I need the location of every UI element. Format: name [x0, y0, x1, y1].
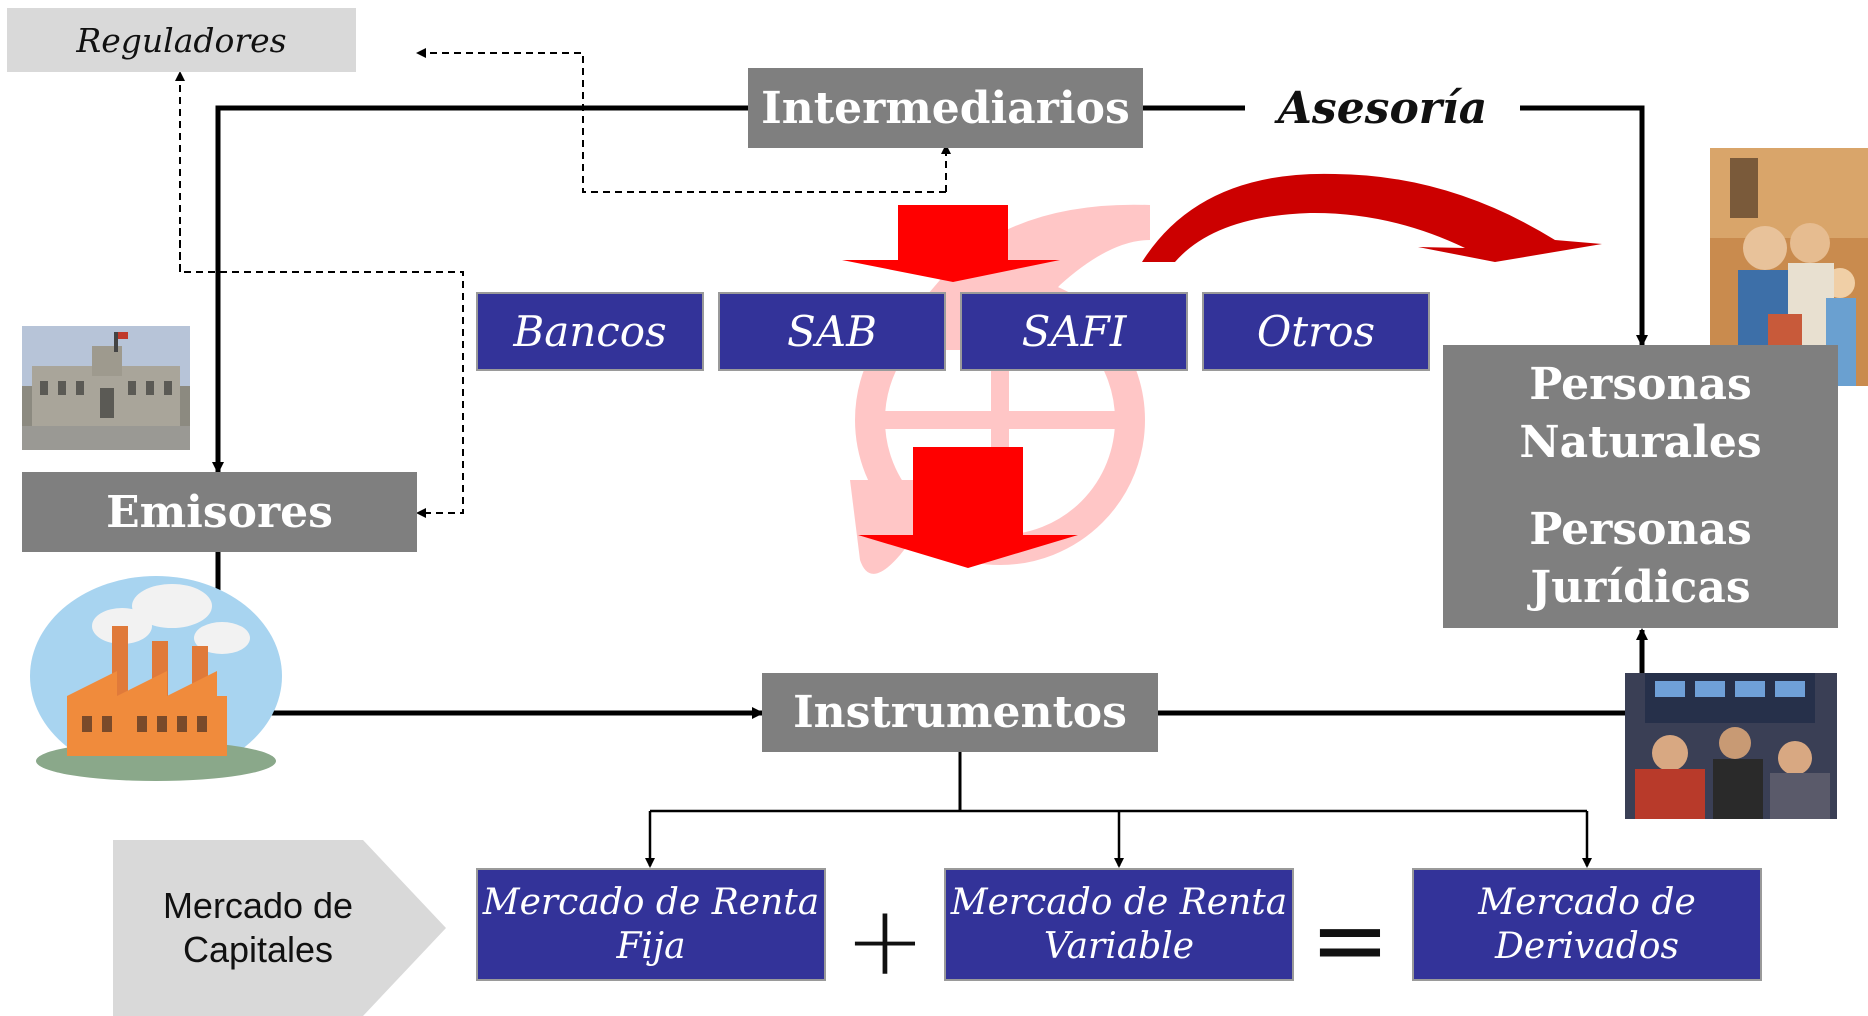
capital-market-chevron	[113, 840, 446, 1016]
line-instruments-to-investors	[1158, 628, 1648, 716]
intermediaries-text: Intermediarios	[761, 82, 1130, 134]
red-arrow-top	[842, 205, 1060, 282]
investors-juridical-line1: Personas	[1529, 504, 1752, 555]
market-fixed-line1: Mercado de Renta	[482, 881, 820, 923]
stock-exchange-photo	[1625, 673, 1837, 819]
equals-operator: =	[1300, 884, 1400, 996]
investors-box: Personas Naturales Personas Jurídicas	[1443, 345, 1838, 628]
red-arrow-center	[858, 447, 1078, 568]
intermediary-bancos-text: Bancos	[513, 307, 667, 356]
instruments-text: Instrumentos	[793, 687, 1127, 738]
line-advisory-to-investors	[1520, 105, 1648, 347]
line-intermediaries-to-issuers	[212, 105, 748, 474]
market-derivatives: Mercado de Derivados	[1412, 868, 1762, 981]
capital-market-label: Mercado de Capitales	[113, 840, 446, 1016]
plus-operator: +	[844, 893, 926, 989]
market-derivatives-line1: Mercado de	[1478, 881, 1696, 923]
investors-natural-line2: Naturales	[1519, 417, 1762, 468]
instruments-box: Instrumentos	[762, 673, 1158, 752]
intermediary-otros: Otros	[1202, 292, 1430, 371]
dashed-intermediaries-to-regulators	[416, 48, 946, 193]
plus-operator-text: +	[844, 885, 926, 997]
equals-operator-text: =	[1309, 884, 1391, 996]
intermediaries-box: Intermediarios	[748, 68, 1143, 148]
intermediary-safi-text: SAFI	[1021, 307, 1127, 356]
intermediary-sab-text: SAB	[787, 307, 877, 356]
issuers-box: Emisores	[22, 472, 417, 552]
intermediary-bancos: Bancos	[476, 292, 704, 371]
market-fixed-income: Mercado de Renta Fija	[476, 868, 826, 981]
investors-juridical-line2: Jurídicas	[1530, 562, 1751, 613]
investors-natural-line1: Personas	[1529, 359, 1752, 410]
capital-market-line2: Capitales	[182, 929, 334, 970]
red-curved-arrow	[1142, 173, 1602, 262]
advisory-label: Asesoría	[1245, 76, 1520, 140]
advisory-text: Asesoría	[1277, 82, 1488, 134]
regulators-label: Reguladores	[7, 8, 356, 72]
regulators-text: Reguladores	[76, 20, 287, 60]
government-palace-photo	[22, 326, 190, 450]
intermediary-sab: SAB	[718, 292, 946, 371]
market-derivatives-line2: Derivados	[1495, 925, 1679, 967]
market-fixed-line2: Fija	[616, 925, 686, 967]
market-variable-line2: Variable	[1043, 925, 1195, 967]
dashed-regulators-to-emisores	[179, 228, 464, 518]
factory-clipart	[22, 566, 290, 786]
market-variable-line1: Mercado de Renta	[950, 881, 1288, 923]
capital-market-line1: Mercado de	[162, 885, 354, 926]
intermediary-otros-text: Otros	[1256, 307, 1376, 356]
line-issuers-to-instruments	[215, 552, 764, 719]
market-variable-income: Mercado de Renta Variable	[944, 868, 1294, 981]
issuers-text: Emisores	[106, 486, 333, 538]
intermediary-safi: SAFI	[960, 292, 1188, 371]
